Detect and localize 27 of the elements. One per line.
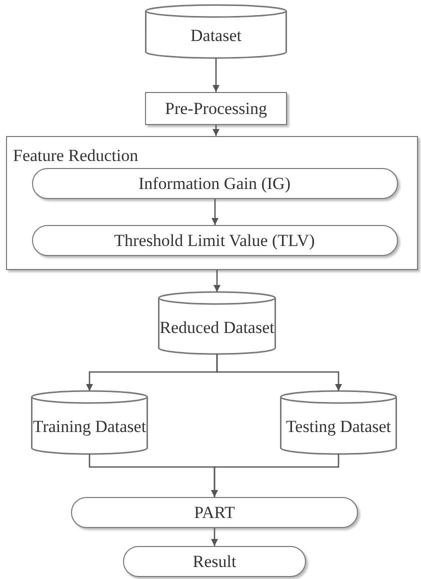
arrow: [212, 125, 220, 136]
group-box: [6, 136, 418, 270]
process-pill: [32, 224, 398, 256]
node-label: Threshold Limit Value (TLV): [114, 230, 315, 250]
arrow: [212, 58, 220, 92]
arrow: [212, 199, 218, 225]
node-label: Pre-Processing: [165, 99, 267, 118]
node-label: Result: [192, 552, 236, 571]
node-label: PART: [194, 503, 235, 522]
group-title: Feature Reduction: [13, 146, 138, 165]
database-cylinder: [145, 5, 287, 58]
database-cylinder: [280, 391, 397, 454]
arrow: [216, 354, 342, 391]
database-cylinder: [158, 292, 276, 354]
node-label: Testing Dataset: [286, 417, 392, 436]
process-pill: [71, 497, 358, 528]
arrow: [214, 270, 220, 292]
node-label: Training Dataset: [32, 417, 146, 436]
node-label: Information Gain (IG): [138, 174, 290, 192]
process-pill: [32, 168, 398, 198]
node-label: Dataset: [190, 26, 242, 45]
database-cylinder: [31, 391, 148, 454]
process-pill: [123, 546, 306, 577]
arrow: [211, 528, 218, 546]
node-label: Reduced Dataset: [160, 318, 274, 336]
arrow: [211, 454, 340, 497]
process-box: [145, 92, 287, 125]
